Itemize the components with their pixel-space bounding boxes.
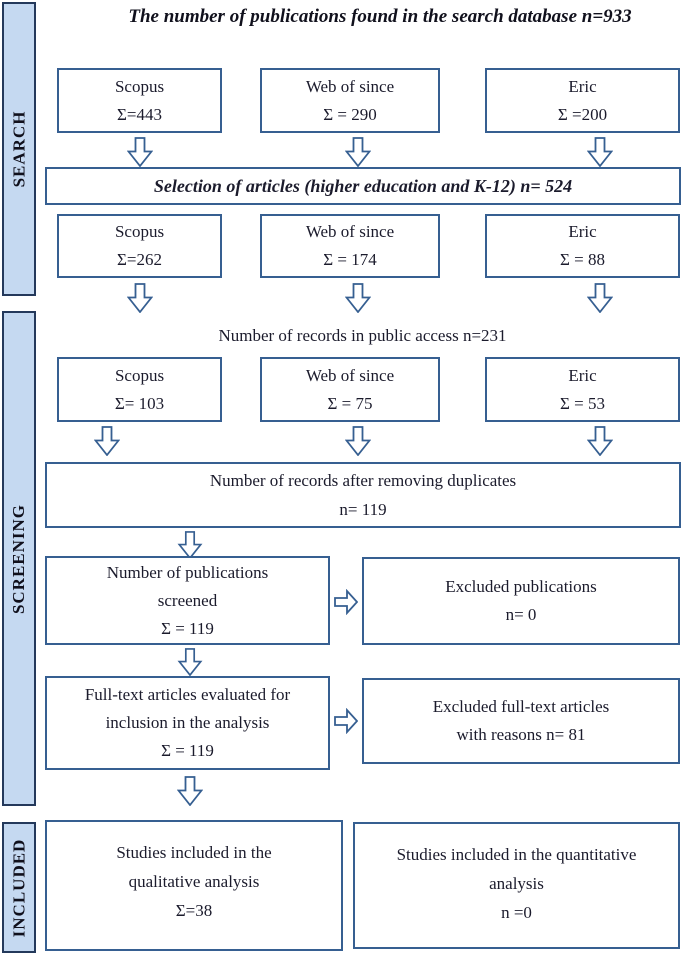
database-name: Web of since [305,222,395,241]
quantitative-count: n =0 [501,903,532,922]
excluded-fulltext-box: Excluded full-text articles with reasons… [362,678,680,764]
screened-count: Σ = 119 [161,618,214,638]
screened-line2: screened [157,590,218,610]
eric-box-row3: Eric Σ = 53 [485,357,680,422]
quantitative-line2: analysis [489,874,544,893]
database-count: Σ = 53 [560,393,605,413]
down-arrow-icon [586,283,614,314]
database-name: Scopus [114,365,165,385]
quantitative-line1: Studies included in the quantitative [396,845,637,864]
down-arrow-icon [344,283,372,314]
database-name: Web of since [305,76,395,96]
scopus-box-row1: Scopus Σ=443 [57,68,222,133]
down-arrow-icon [176,776,204,807]
down-arrow-icon [586,137,614,168]
qualitative-count: Σ=38 [175,901,213,920]
eric-box-row1: Eric Σ =200 [485,68,680,133]
database-count: Σ = 174 [323,250,377,269]
public-access-note: Number of records in public access n=231 [218,326,507,345]
database-name: Scopus [114,76,165,96]
database-count: Σ = 88 [560,250,605,269]
excluded-publications-box: Excluded publications n= 0 [362,557,680,645]
database-name: Eric [568,222,597,241]
database-count: Σ = 290 [323,104,377,124]
down-arrow-icon [177,531,203,560]
right-arrow-icon [334,707,359,735]
stage-label-screening: SCREENING [9,503,28,614]
duplicates-line1: Number of records after removing duplica… [209,471,517,490]
database-count: Σ=443 [117,104,162,124]
diagram-title: The number of publications found in the … [128,6,632,27]
scopus-box-row2: Scopus Σ=262 [57,214,222,278]
down-arrow-icon [126,283,154,314]
fulltext-line1: Full-text articles evaluated for [84,685,291,704]
web-of-science-box-row3: Web of since Σ = 75 [260,357,440,422]
stage-label-included: INCLUDED [9,838,28,937]
eric-box-row2: Eric Σ = 88 [485,214,680,278]
fulltext-line2: inclusion in the analysis [105,713,270,732]
web-of-science-box-row2: Web of since Σ = 174 [260,214,440,278]
screened-line1: Number of publications [106,562,269,582]
stage-bar-screening: SCREENING [2,311,36,806]
fulltext-box: Full-text articles evaluated for inclusi… [45,676,330,770]
duplicates-box: Number of records after removing duplica… [45,462,681,528]
excluded-fulltext-count: with reasons n= 81 [456,725,586,744]
screened-box: Number of publications screened Σ = 119 [45,556,330,645]
excluded-fulltext-line1: Excluded full-text articles [432,697,610,716]
database-count: Σ =200 [557,104,608,124]
down-arrow-icon [586,426,614,457]
excluded-publications-count: n= 0 [505,605,537,624]
web-of-science-box-row1: Web of since Σ = 290 [260,68,440,133]
right-arrow-icon [334,588,359,616]
down-arrow-icon [344,426,372,457]
database-name: Eric [568,365,597,385]
stage-label-search: SEARCH [9,110,29,188]
excluded-publications-line1: Excluded publications [445,577,597,596]
selection-banner-text: Selection of articles (higher education … [153,176,573,196]
database-name: Eric [568,76,597,96]
selection-banner: Selection of articles (higher education … [45,167,681,205]
down-arrow-icon [344,137,372,168]
scopus-box-row3: Scopus Σ= 103 [57,357,222,422]
quantitative-box: Studies included in the quantitative ana… [353,822,680,949]
qualitative-line2: qualitative analysis [128,872,260,891]
down-arrow-icon [93,426,121,457]
qualitative-box: Studies included in the qualitative anal… [45,820,343,951]
down-arrow-icon [126,137,154,168]
stage-bar-search: SEARCH [2,2,36,296]
duplicates-count: n= 119 [339,500,387,519]
fulltext-count: Σ = 119 [161,741,214,760]
database-name: Web of since [305,365,395,385]
qualitative-line1: Studies included in the [116,843,272,862]
stage-bar-included: INCLUDED [2,822,36,953]
database-count: Σ=262 [117,250,162,269]
down-arrow-icon [177,648,203,677]
database-name: Scopus [114,222,165,241]
database-count: Σ = 75 [327,393,373,413]
database-count: Σ= 103 [114,393,165,413]
